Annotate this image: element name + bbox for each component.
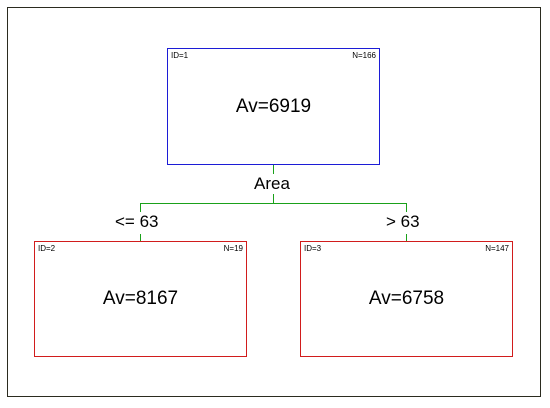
node-average-value: Av=8167 [102,288,179,309]
connector-right-branch [406,203,407,212]
connector-horizontal [140,203,407,204]
node-id-label: ID=1 [171,51,189,60]
node-count-label: N=166 [352,51,376,60]
node-id-label: ID=3 [304,244,322,253]
branch-condition-right: > 63 [386,212,420,231]
connector-right-node [406,234,407,241]
node-average-value: Av=6919 [235,95,312,117]
node-count-label: N=147 [485,244,509,253]
connector-left-node [140,234,141,241]
tree-node-root: ID=1 N=166 Av=6919 [167,48,380,165]
connector-split-down [273,194,274,203]
tree-node-left-leaf: ID=2 N=19 Av=8167 [34,241,247,357]
node-count-label: N=19 [223,244,243,253]
tree-node-right-leaf: ID=3 N=147 Av=6758 [300,241,513,357]
node-id-label: ID=2 [38,244,56,253]
diagram-frame [7,7,541,397]
branch-condition-left: <= 63 [115,212,159,231]
connector-root-down [273,165,274,174]
node-average-value: Av=6758 [368,288,445,309]
split-variable-label: Area [254,174,290,193]
connector-left-branch [140,203,141,212]
